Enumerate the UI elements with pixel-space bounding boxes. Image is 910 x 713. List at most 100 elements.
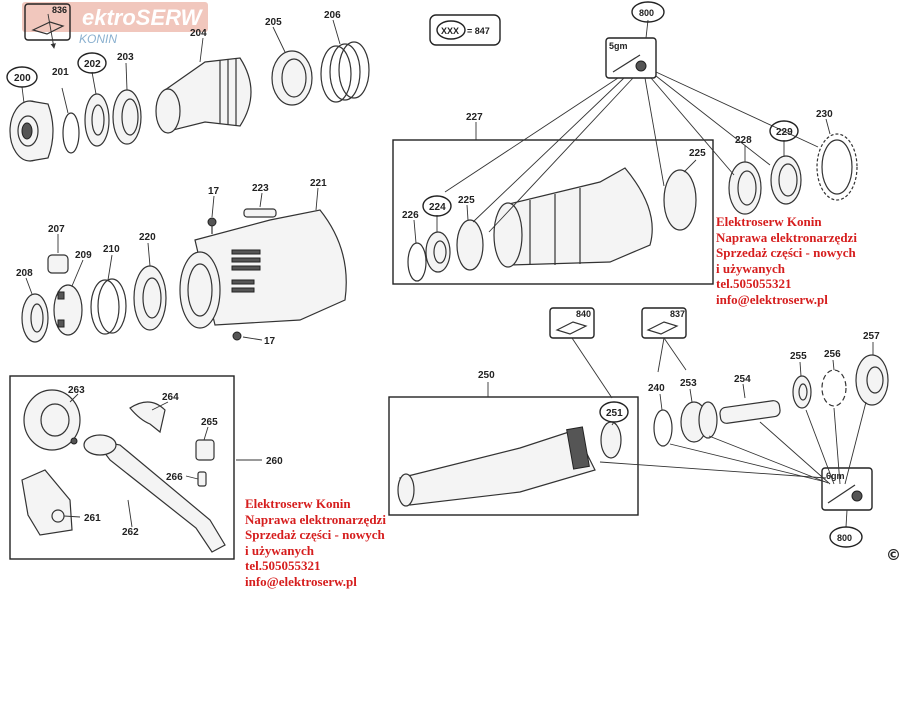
callout-800-top: 800 — [639, 8, 654, 18]
watermark-brand: ektroSERW — [82, 5, 202, 30]
part-224-bearing — [425, 231, 451, 273]
part-209-clutch — [53, 284, 83, 336]
ad-line: info@elektroserw.pl — [716, 291, 828, 307]
part-208-seal — [21, 293, 49, 343]
part-17-screw-a — [207, 217, 217, 234]
ad-line: Sprzedaż części - nowych — [716, 245, 856, 260]
part-203-seal — [112, 89, 142, 145]
callout-225-a: 225 — [689, 148, 706, 159]
callout-251: 251 — [606, 408, 623, 419]
callout-229-oval — [769, 120, 799, 142]
callout-204: 204 — [190, 28, 207, 39]
legend-equals: = 847 — [467, 26, 490, 36]
callout-257: 257 — [863, 331, 880, 342]
part-207-block — [47, 254, 69, 274]
legend-code: XXX — [441, 26, 459, 36]
callout-250: 250 — [478, 370, 495, 381]
callout-800-top-oval — [631, 1, 665, 23]
callout-210: 210 — [103, 244, 120, 255]
part-257-cap — [855, 354, 889, 406]
callout-230: 230 — [816, 109, 833, 120]
callout-226: 226 — [402, 210, 419, 221]
part-251-ring — [600, 421, 622, 459]
part-223-bolt — [243, 208, 277, 218]
ad-line: tel.505055321 — [245, 558, 321, 573]
part-226-circlip — [407, 242, 427, 282]
callout-263: 263 — [68, 385, 85, 396]
callout-203: 203 — [117, 52, 134, 63]
callout-224: 224 — [429, 202, 446, 213]
callout-228: 228 — [735, 135, 752, 146]
callout-202-oval — [77, 52, 107, 74]
callout-205: 205 — [265, 17, 282, 28]
ad-line: i używanych — [716, 260, 785, 276]
callout-262: 262 — [122, 527, 139, 538]
part-253-sleeve — [680, 401, 718, 443]
part-256-spring-clip — [821, 369, 847, 407]
legend-box: XXX = 847 — [429, 14, 501, 46]
callout-254: 254 — [734, 374, 751, 385]
part-255-washer — [792, 375, 812, 409]
callout-229: 229 — [776, 127, 793, 138]
lube-amount-top: 5gm — [609, 41, 628, 51]
part-225-ring-b — [663, 169, 697, 231]
callout-255: 255 — [790, 351, 807, 362]
ad-block-right: Elektroserw Konin Naprawa elektronarzędz… — [716, 214, 857, 307]
part-227-gearbox — [493, 167, 653, 268]
part-204-sleeve — [155, 57, 252, 134]
part-262-side-handle — [83, 434, 226, 553]
ad-line: Naprawa elektronarzędzi — [716, 229, 857, 245]
ad-line: Sprzedaż części - nowych — [245, 527, 385, 542]
callout-17-b: 17 — [264, 336, 276, 347]
callout-17-a: 17 — [208, 186, 220, 197]
callout-261: 261 — [84, 513, 101, 524]
ad-line: i używanych — [245, 542, 314, 558]
part-200-front-cap — [9, 100, 54, 162]
callout-265: 265 — [201, 417, 218, 428]
callout-256: 256 — [824, 349, 841, 360]
kit-837-label: 837 — [670, 309, 685, 319]
copyright-mark: © — [886, 546, 901, 564]
watermark-logo: ektroSERW — [22, 2, 208, 32]
part-206-springs — [320, 41, 370, 103]
part-221-housing — [179, 209, 347, 329]
part-210-spring — [90, 278, 127, 335]
ad-line: Elektroserw Konin — [245, 496, 351, 511]
callout-227: 227 — [466, 112, 483, 123]
kit-840-label: 840 — [576, 309, 591, 319]
part-17-screw-b — [232, 331, 242, 341]
part-230-gear-ring — [816, 133, 858, 201]
callout-200-oval — [6, 66, 38, 88]
part-263-gear — [23, 389, 81, 451]
lube-kit-bottom: 6gm — [821, 467, 873, 511]
part-250-spindle — [397, 426, 596, 507]
ad-line: Elektroserw Konin — [716, 214, 822, 229]
ad-line: tel.505055321 — [716, 276, 792, 291]
part-225-ring-a — [456, 219, 484, 271]
part-254-shaft — [719, 400, 781, 424]
callout-260: 260 — [266, 456, 283, 467]
callout-240: 240 — [648, 383, 665, 394]
callout-201: 201 — [52, 67, 69, 78]
part-261-bracket — [21, 469, 73, 536]
callout-202: 202 — [84, 59, 101, 70]
part-220-ring — [133, 265, 167, 331]
ad-line: info@elektroserw.pl — [245, 573, 357, 589]
callout-221: 221 — [310, 178, 327, 189]
callout-207: 207 — [48, 224, 65, 235]
part-229-ring — [770, 155, 802, 205]
callout-800-bottom: 800 — [837, 533, 852, 543]
part-264-clamp — [129, 401, 166, 434]
part-205-ring — [271, 50, 313, 106]
part-202-washer — [84, 93, 110, 147]
watermark-city: KONIN — [79, 32, 118, 46]
callout-251-oval — [599, 401, 629, 423]
assembly-box-250 — [388, 396, 639, 516]
callout-264: 264 — [162, 392, 179, 403]
kit-836: 836 — [24, 3, 71, 41]
part-240-seal — [653, 409, 673, 447]
part-266-pin — [197, 471, 207, 487]
kit-837: 837 — [641, 307, 687, 339]
kit-840: 840 — [549, 307, 595, 339]
